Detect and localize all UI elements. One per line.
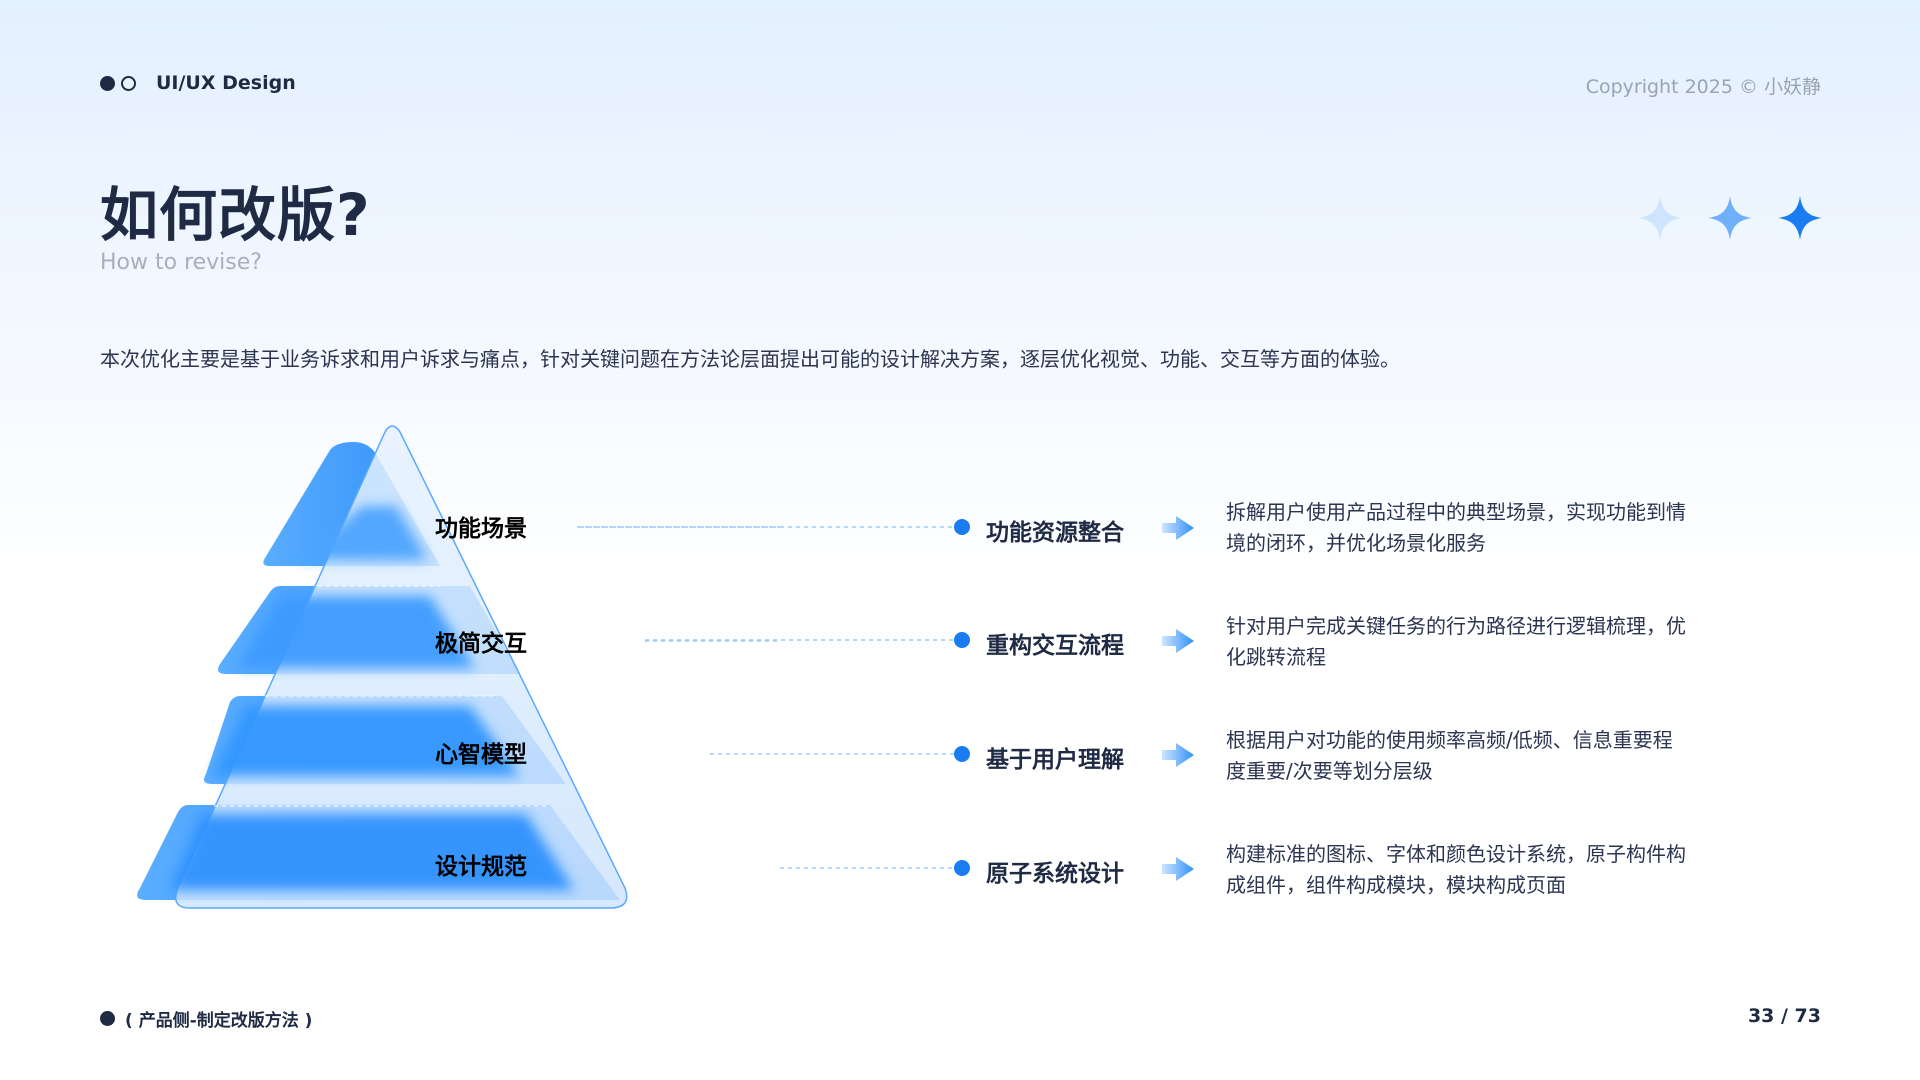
item-description: 拆解用户使用产品过程中的典型场景，实现功能到情 境的闭环，并优化场景化服务 [1226, 500, 1686, 555]
pyramid-layer-label: 设计规范 [435, 854, 527, 880]
bullet-dot-icon [954, 860, 970, 876]
chevron-right-icon [1162, 743, 1194, 767]
bullet-dot-icon [954, 632, 970, 648]
page-title: 如何改版? [100, 181, 371, 249]
item-title: 基于用户理解 [986, 747, 1124, 773]
copyright: Copyright 2025 © 小妖静 [1585, 76, 1821, 98]
connector-lines [580, 526, 960, 869]
bullet-dot-icon [954, 746, 970, 762]
pyramid-layer-label: 功能场景 [435, 515, 527, 542]
filled-dot-icon [100, 75, 115, 91]
footer-section: ( 产品侧-制定改版方法 ) [100, 1006, 312, 1031]
brand-label: UI/UX Design [156, 72, 296, 94]
intro-text: 本次优化主要是基于业务诉求和用户诉求与痛点，针对关键问题在方法论层面提出可能的设… [100, 347, 1400, 371]
decorative-stars [1638, 196, 1822, 240]
pyramid-layer-label: 心智模型 [435, 741, 527, 768]
sparkle-icon [1708, 196, 1752, 240]
chevron-right-icon [1162, 629, 1194, 653]
item-title: 原子系统设计 [986, 861, 1124, 887]
chevron-right-icon [1162, 516, 1194, 540]
page-subtitle: How to revise? [100, 250, 262, 275]
filled-dot-icon [100, 1011, 115, 1026]
sparkle-icon [1638, 196, 1682, 240]
page-number: 33 / 73 [1747, 1005, 1821, 1027]
hollow-dot-icon [121, 75, 136, 91]
item-description: 针对用户完成关键任务的行为路径进行逻辑梳理，优 化跳转流程 [1226, 614, 1686, 669]
item-title: 功能资源整合 [986, 520, 1124, 546]
brand: UI/UX Design [100, 72, 296, 94]
item-title: 重构交互流程 [986, 633, 1124, 659]
pyramid-diagram: 功能场景 极简交互 心智模型 设计规范 [137, 425, 780, 909]
sparkle-icon [1778, 196, 1822, 240]
item-description: 构建标准的图标、字体和颜色设计系统，原子构件构 成组件，组件构成模块，模块构成页… [1226, 842, 1686, 897]
section-label: ( 产品侧-制定改版方法 ) [125, 1011, 313, 1031]
pyramid-layer-label: 极简交互 [435, 630, 527, 657]
chevron-right-icon [1162, 857, 1194, 881]
item-description: 根据用户对功能的使用频率高频/低频、信息重要程 度重要/次要等划分层级 [1226, 728, 1673, 783]
bullet-dot-icon [954, 519, 970, 535]
